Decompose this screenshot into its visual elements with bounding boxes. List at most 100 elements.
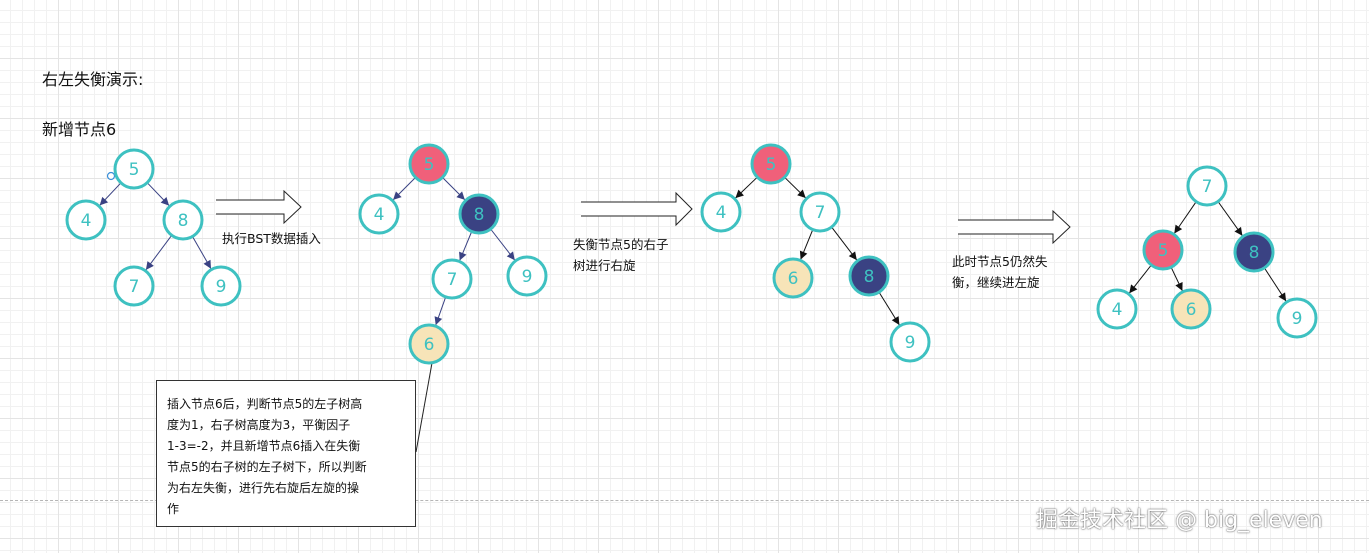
tree-node-5: 5 xyxy=(113,148,155,190)
tree-node-9: 9 xyxy=(200,265,242,307)
node-label: 4 xyxy=(81,211,92,231)
tree-node-9: 9 xyxy=(506,255,548,297)
node-circle xyxy=(1142,229,1184,271)
tree-node-7: 7 xyxy=(113,265,155,307)
note-line: 1-3=-2，并且新增节点6插入在失衡 xyxy=(167,439,361,453)
tree-edge-5-4 xyxy=(392,177,416,201)
tree-node-7: 7 xyxy=(799,191,841,233)
node-circle xyxy=(700,191,742,233)
node-label: 7 xyxy=(1202,177,1213,197)
node-label: 5 xyxy=(424,155,435,175)
node-label: 8 xyxy=(474,205,485,225)
node-label: 5 xyxy=(1158,241,1169,261)
tree-node-6: 6 xyxy=(1170,288,1212,330)
node-label: 9 xyxy=(522,267,533,287)
transition-arrow xyxy=(958,209,1071,245)
note-connector xyxy=(415,362,433,453)
anchor-handle xyxy=(106,171,116,181)
tree-node-6: 6 xyxy=(772,257,814,299)
node-circle xyxy=(408,323,450,365)
transition-arrow xyxy=(581,191,693,227)
step1-label: 执行BST数据插入 xyxy=(222,228,321,249)
node-label: 8 xyxy=(178,211,189,231)
node-label: 9 xyxy=(1292,309,1303,329)
node-circle xyxy=(113,148,155,190)
tree-node-7: 7 xyxy=(1186,165,1228,207)
node-circle xyxy=(358,193,400,235)
node-label: 4 xyxy=(1112,300,1123,320)
tree-node-9: 9 xyxy=(889,321,931,363)
tree-node-8: 8 xyxy=(162,199,204,241)
tree-node-5: 5 xyxy=(1142,229,1184,271)
tree-edge-7-6 xyxy=(434,296,447,326)
node-circle xyxy=(162,199,204,241)
tree-node-4: 4 xyxy=(1096,288,1138,330)
tree-edge-5-4 xyxy=(735,176,758,199)
step2-label-line1: 失衡节点5的右子 xyxy=(573,237,669,252)
tree-edge-8-7 xyxy=(145,235,173,271)
step2-label-line2: 树进行右旋 xyxy=(573,258,636,273)
node-circle xyxy=(113,265,155,307)
step3-label-line2: 衡，继续进左旋 xyxy=(952,275,1040,290)
tree-node-5: 5 xyxy=(408,143,450,185)
tree-edge-5-7 xyxy=(784,176,807,199)
tree-edge-5-8 xyxy=(146,182,170,206)
tree-edge-5-8 xyxy=(442,177,466,201)
node-circle xyxy=(799,191,841,233)
tree-node-6: 6 xyxy=(408,323,450,365)
node-label: 8 xyxy=(1249,243,1260,263)
note-line: 为右左失衡，进行先右旋后左旋的操 xyxy=(167,481,360,495)
node-circle xyxy=(750,143,792,185)
transition-arrow xyxy=(216,189,302,225)
node-label: 5 xyxy=(129,160,140,180)
tree-edge-5-4 xyxy=(99,182,122,206)
node-label: 8 xyxy=(864,267,875,287)
note-line: 节点5的右子树的左子树下，所以判断 xyxy=(167,460,367,474)
tree-edge-7-5 xyxy=(1173,201,1197,234)
node-circle xyxy=(506,255,548,297)
tree-node-4: 4 xyxy=(358,193,400,235)
tree-edge-8-9 xyxy=(490,228,516,261)
tree-node-7: 7 xyxy=(431,258,473,300)
tree-node-8: 8 xyxy=(458,193,500,235)
watermark: 掘金技术社区 @ big_eleven xyxy=(1036,508,1323,533)
note-line: 度为1，右子树高度为3，平衡因子 xyxy=(167,418,351,432)
node-label: 7 xyxy=(129,277,140,297)
node-circle xyxy=(431,258,473,300)
tree-edge-7-6 xyxy=(799,229,814,260)
node-label: 9 xyxy=(905,333,916,353)
page-break-line xyxy=(0,500,1369,501)
node-circle xyxy=(408,143,450,185)
diagram-title: 右左失衡演示: xyxy=(42,70,144,89)
tree-edge-7-8 xyxy=(1217,201,1243,236)
step2-label: 失衡节点5的右子 树进行右旋 xyxy=(573,234,668,276)
tree-edge-8-9 xyxy=(1263,267,1287,302)
tree-node-4: 4 xyxy=(700,191,742,233)
step1-label-text: 执行BST数据插入 xyxy=(222,231,321,246)
tree-node-8: 8 xyxy=(1233,231,1275,273)
tree-node-5: 5 xyxy=(750,143,792,185)
diagram-subtitle: 新增节点6 xyxy=(42,120,117,139)
explanation-note: 插入节点6后，判断节点5的左子树高 度为1，右子树高度为3，平衡因子 1-3=-… xyxy=(156,380,416,527)
node-circle xyxy=(1276,297,1318,339)
tree-edge-7-8 xyxy=(831,226,858,261)
node-circle xyxy=(65,199,107,241)
note-line: 插入节点6后，判断节点5的左子树高 xyxy=(167,397,363,411)
node-label: 5 xyxy=(766,155,777,175)
node-circle xyxy=(1170,288,1212,330)
node-label: 7 xyxy=(815,203,826,223)
tree-edge-8-7 xyxy=(459,231,473,261)
node-circle xyxy=(1186,165,1228,207)
node-circle xyxy=(848,255,890,297)
node-label: 9 xyxy=(216,277,227,297)
tree-node-9: 9 xyxy=(1276,297,1318,339)
tree-edge-8-9 xyxy=(192,236,212,269)
step3-label-line1: 此时节点5仍然失 xyxy=(952,254,1048,269)
node-circle xyxy=(1233,231,1275,273)
node-label: 4 xyxy=(716,203,727,223)
tree-edge-5-4 xyxy=(1128,264,1152,294)
node-label: 6 xyxy=(1186,300,1197,320)
node-label: 6 xyxy=(788,269,799,289)
step3-label: 此时节点5仍然失 衡，继续进左旋 xyxy=(952,251,1047,293)
